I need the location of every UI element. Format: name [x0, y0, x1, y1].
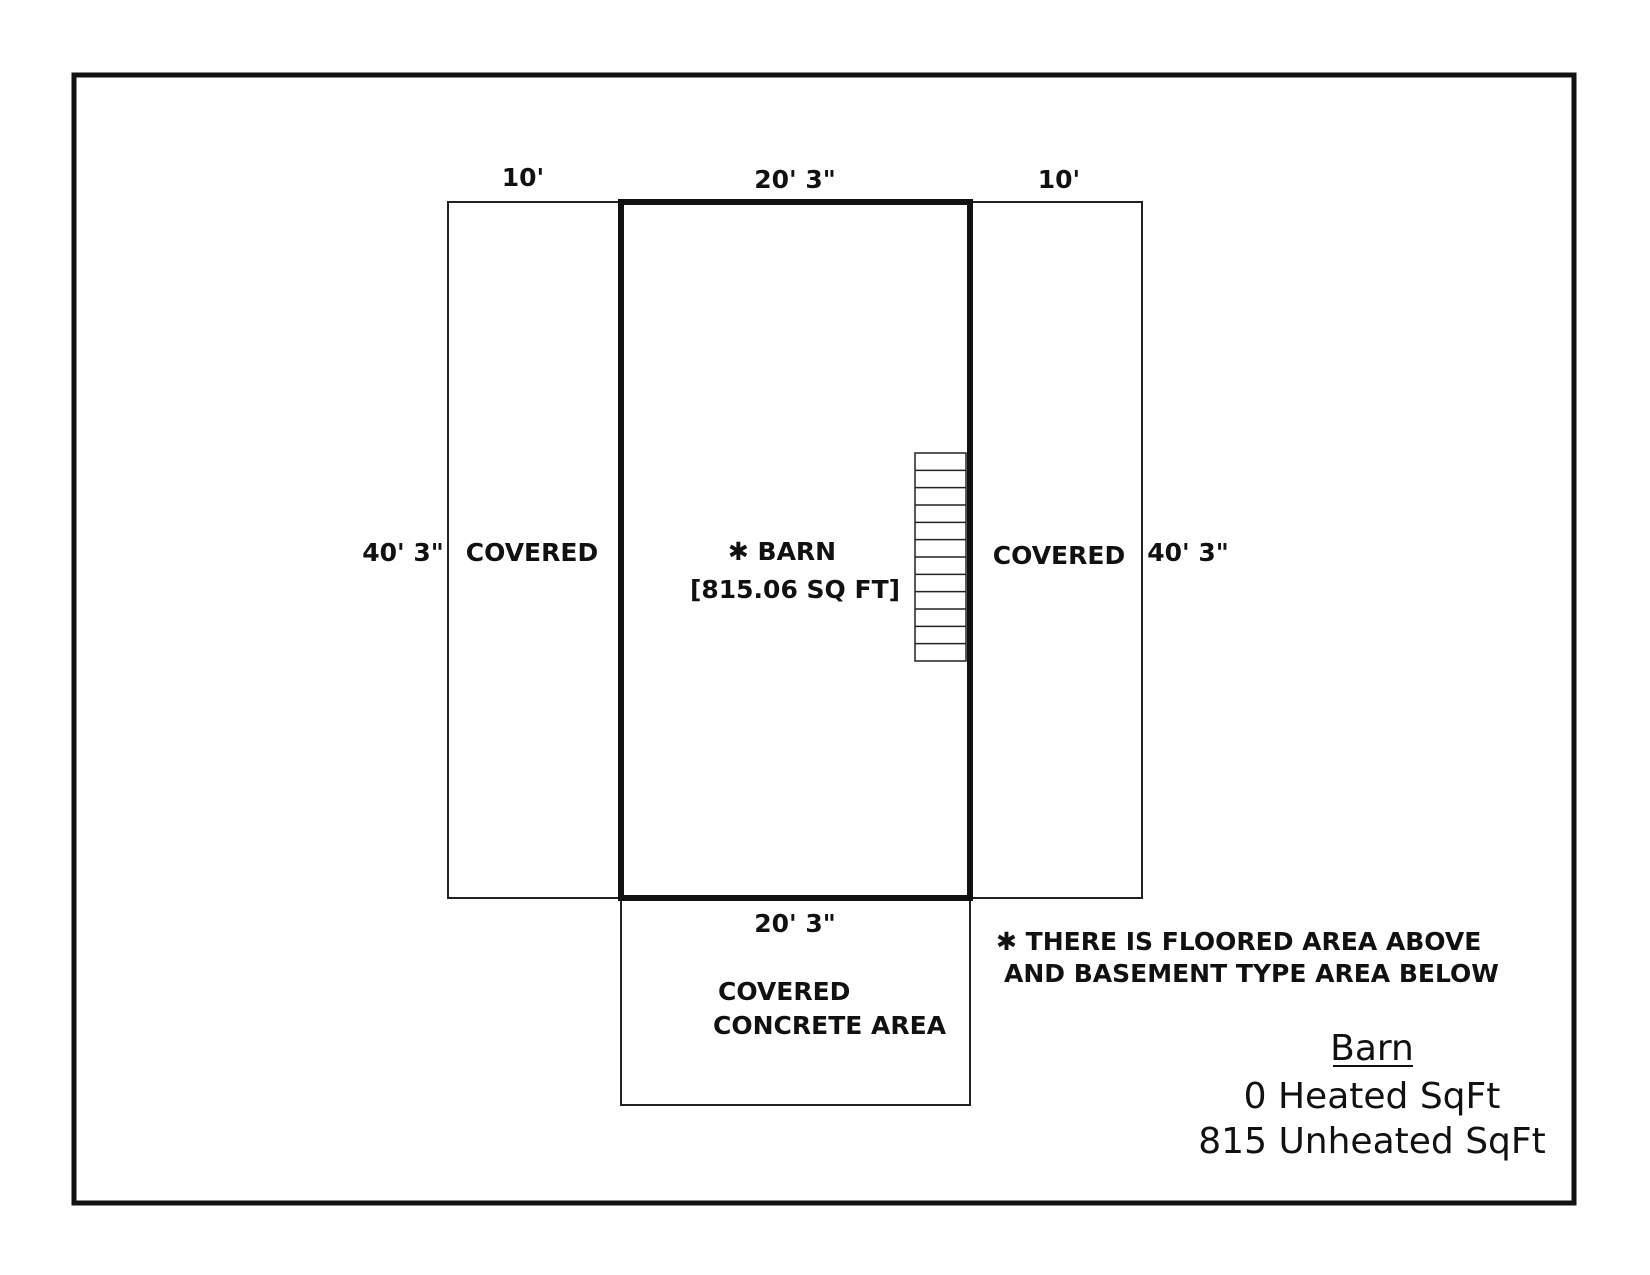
- left-covered-label: COVERED: [466, 538, 598, 567]
- concrete-label-line2: CONCRETE AREA: [713, 1011, 947, 1040]
- barn-main-room: [618, 199, 973, 901]
- dim-right-side: 40' 3": [1147, 538, 1229, 567]
- concrete-label-line1: COVERED: [718, 977, 850, 1006]
- summary-unheated: 815 Unheated SqFt: [1198, 1121, 1545, 1162]
- note-line2: AND BASEMENT TYPE AREA BELOW: [1004, 959, 1499, 988]
- barn-area-label: [815.06 SQ FT]: [690, 575, 900, 604]
- summary-heated: 0 Heated SqFt: [1244, 1076, 1501, 1117]
- page-border: [71, 72, 1577, 1206]
- barn-name-label: ✱ BARN: [728, 537, 836, 566]
- staircase: [914, 452, 967, 662]
- dim-top-center: 20' 3": [754, 165, 836, 194]
- right-covered-label: COVERED: [993, 541, 1125, 570]
- dim-top-left: 10': [502, 163, 544, 192]
- dim-bottom-center: 20' 3": [754, 909, 836, 938]
- summary-title: Barn: [1330, 1028, 1414, 1069]
- dim-left-side: 40' 3": [362, 538, 444, 567]
- note-line1: ✱ THERE IS FLOORED AREA ABOVE: [996, 927, 1481, 956]
- dim-top-right: 10': [1038, 165, 1080, 194]
